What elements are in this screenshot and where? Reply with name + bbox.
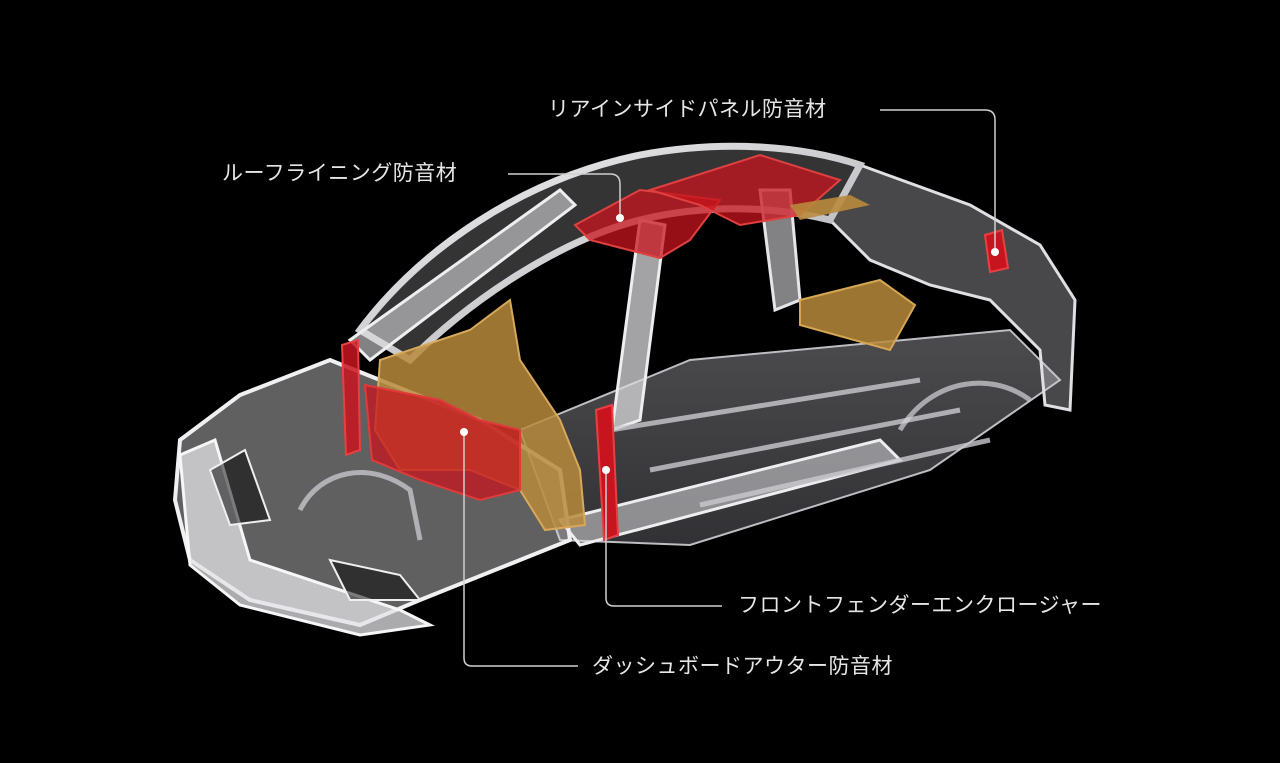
leader-line-dashboard-outer	[463, 432, 578, 667]
dot-dashboard-outer	[460, 428, 468, 436]
leader-line-roof-lining	[508, 173, 621, 218]
callout-roof-lining-label: ルーフライニング防音材	[222, 161, 458, 185]
rear-wheel-arch	[897, 380, 1032, 432]
rear-shelf-insulation-gold	[790, 195, 870, 220]
roof-lining-insulation-red	[573, 188, 722, 260]
headlight-opening	[208, 448, 272, 527]
callout-front-fender-enclosure-label: フロントフェンダーエンクロージャー	[738, 593, 1103, 617]
dot-roof-lining	[616, 214, 624, 222]
front-wheel-arch	[297, 470, 423, 541]
callout-dashboard-outer-label: ダッシュボードアウター防音材	[592, 654, 893, 678]
rear-quarter	[828, 163, 1077, 412]
leader-line-rear-inside-panel	[880, 109, 996, 252]
leader-lines	[463, 109, 996, 667]
rear-floor-insulation-gold	[799, 278, 917, 352]
leader-line-front-fender-enclosure	[605, 470, 722, 607]
dot-front-fender-enclosure	[602, 466, 610, 474]
leader-dots	[460, 214, 999, 474]
dashboard-insulation-red	[363, 383, 521, 502]
callout-rear-inside-panel-label: リアインサイドパネル防音材	[548, 97, 827, 121]
dot-rear-inside-panel	[991, 248, 999, 256]
grille-opening	[328, 558, 423, 601]
a-pillar	[347, 188, 578, 362]
front-fender-enclosure-left-red	[340, 338, 362, 457]
